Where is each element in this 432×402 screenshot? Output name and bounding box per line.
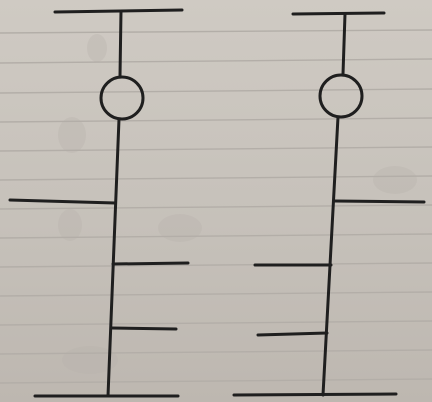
right-figure-left-branch-2 xyxy=(258,333,327,335)
right-figure-right-branch xyxy=(335,201,424,202)
left-figure-right-branch-1 xyxy=(113,263,188,264)
right-figure-bubble xyxy=(320,75,362,117)
right-figure xyxy=(234,13,424,395)
left-figure-bubble xyxy=(101,77,143,119)
left-figure-left-branch xyxy=(10,200,115,203)
right-figure-base xyxy=(234,394,396,395)
right-figure-upper-stem xyxy=(343,14,345,74)
left-figure-top-cap xyxy=(55,10,182,12)
ruled-lines xyxy=(0,30,432,383)
right-figure-main-stem xyxy=(323,117,338,395)
left-figure xyxy=(10,10,188,396)
right-figure-top-cap xyxy=(293,13,384,14)
left-figure-right-branch-2 xyxy=(112,328,176,329)
left-figure-upper-stem xyxy=(120,11,121,76)
